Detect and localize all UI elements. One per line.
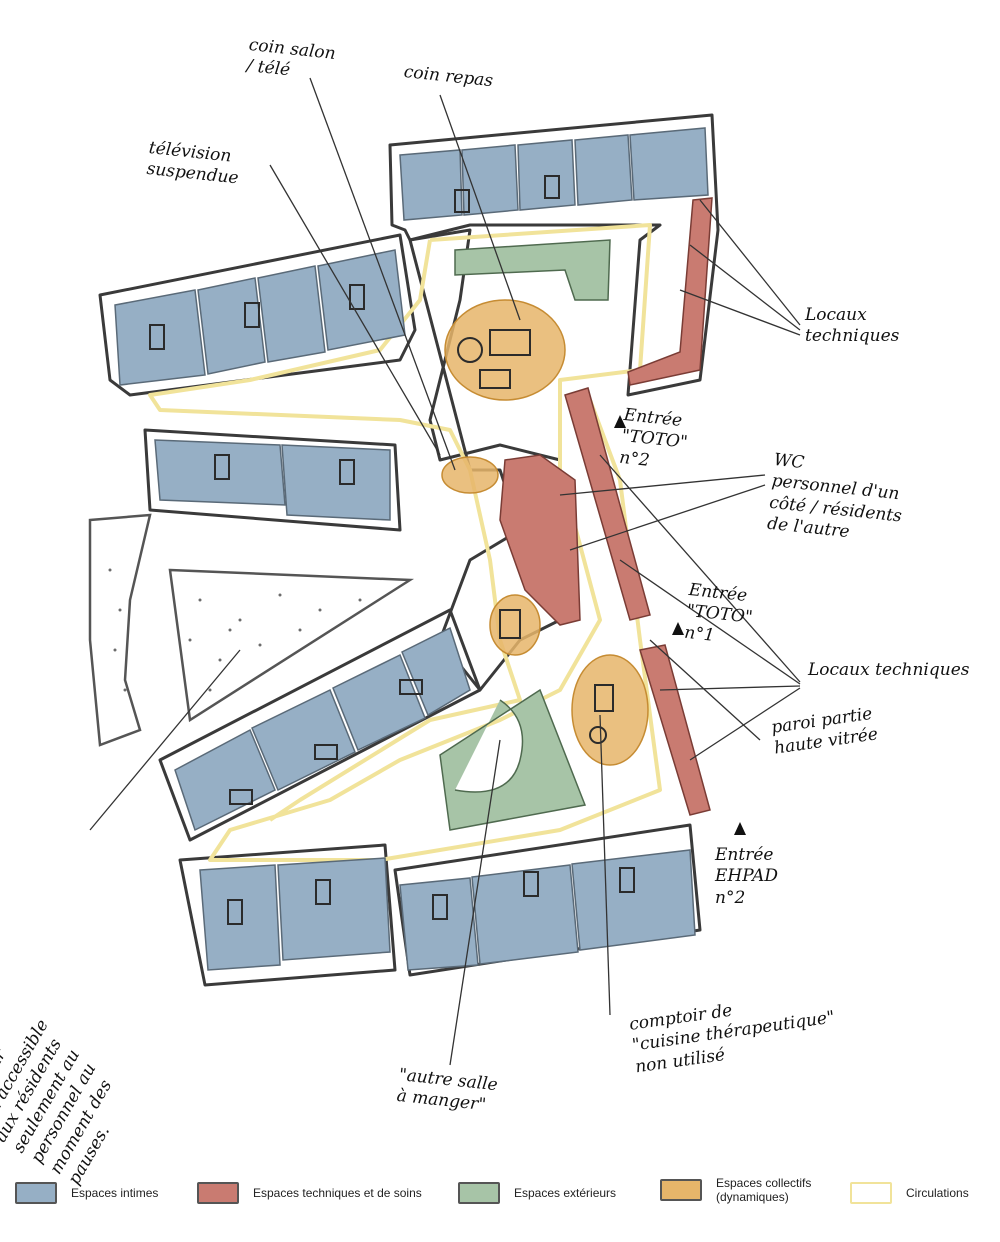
legend-swatch: [197, 1182, 239, 1204]
legend-swatch: [15, 1182, 57, 1204]
label-entree-toto1: Entrée "TOTO" n°1: [683, 580, 754, 646]
legend: Espaces intimes Espaces techniques et de…: [0, 1168, 1000, 1238]
collective-spaces: [441, 299, 649, 766]
legend-item-techniques: Espaces techniques et de soins: [197, 1182, 422, 1204]
legend-swatch: [850, 1182, 892, 1204]
exterior-zone-left: [88, 513, 152, 747]
label-entree-toto2: Entrée "TOTO" n°2: [618, 405, 689, 471]
label-locaux-techniques-top: Locaux techniques: [805, 305, 900, 347]
legend-label: Espaces collectifs (dynamiques): [716, 1176, 812, 1204]
legend-swatch: [660, 1179, 702, 1201]
wing-mid-left-outline: [143, 428, 402, 532]
legend-item-collectifs: Espaces collectifs (dynamiques): [660, 1176, 811, 1204]
label-coin-salon: coin salon / télé: [245, 35, 337, 81]
label-entree-ehpad: Entrée EHPAD n°2: [715, 845, 779, 908]
intimate-rooms: [114, 127, 709, 971]
legend-item-circulations: Circulations: [850, 1182, 969, 1204]
legend-label: Circulations: [906, 1186, 969, 1200]
exterior-zone-wedge: [168, 568, 415, 723]
exterior-gardens: [439, 239, 611, 831]
label-wc: WC personnel d'un côté / résidents de l'…: [766, 450, 903, 542]
entry-marker-toto2: [614, 415, 626, 428]
entry-marker-ehpad: [734, 822, 746, 835]
wing-bottom-left-outline: [178, 843, 397, 987]
exterior-dots: [108, 568, 362, 692]
label-locaux-techniques-mid: Locaux techniques: [808, 660, 970, 680]
entry-marker-toto1: [672, 622, 684, 635]
wing-upper-left-outline: [98, 233, 417, 397]
circulation-path: [148, 223, 662, 862]
legend-label: Espaces techniques et de soins: [253, 1186, 422, 1200]
technical-spaces: [499, 197, 713, 816]
legend-label: Espaces intimes: [71, 1186, 159, 1200]
floor-plan: [88, 77, 801, 1066]
legend-swatch: [458, 1182, 500, 1204]
legend-item-intimes: Espaces intimes: [15, 1182, 158, 1204]
legend-label: Espaces extérieurs: [514, 1186, 617, 1200]
legend-item-exterieurs: Espaces extérieurs: [458, 1182, 616, 1204]
